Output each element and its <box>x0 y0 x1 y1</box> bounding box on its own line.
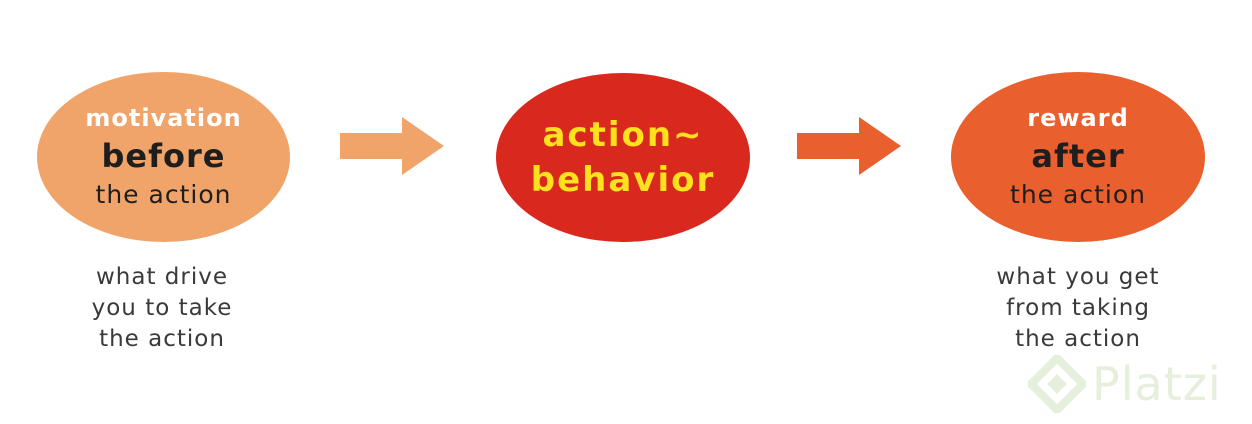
caption-line: the action <box>99 326 225 352</box>
caption-line: what you get <box>996 264 1160 290</box>
action-label: action~ <box>542 114 704 155</box>
platzi-watermark: Platzi <box>1028 355 1222 413</box>
caption-line: you to take <box>91 295 233 321</box>
right-arrow-icon <box>797 117 901 175</box>
motivation-node: motivation before the action <box>37 72 290 242</box>
right-arrow-icon <box>340 117 444 175</box>
reward-label: reward <box>1027 104 1129 132</box>
motivation-label: motivation <box>85 104 242 132</box>
reward-subtext: the action <box>1010 180 1146 209</box>
behavior-label: behavior <box>530 159 716 200</box>
before-label: before <box>101 137 226 175</box>
motivation-subtext: the action <box>95 180 232 209</box>
caption-line: from taking <box>1006 295 1150 321</box>
caption-line: the action <box>1015 326 1141 352</box>
caption-line: what drive <box>95 264 229 290</box>
platzi-logo-icon <box>1028 355 1086 413</box>
after-caption: what you get from taking the action <box>948 262 1208 355</box>
watermark-text: Platzi <box>1092 357 1222 411</box>
action-node: action~ behavior <box>496 73 750 242</box>
reward-node: reward after the action <box>951 72 1205 242</box>
before-caption: what drive you to take the action <box>32 262 292 355</box>
after-label: after <box>1031 137 1125 175</box>
